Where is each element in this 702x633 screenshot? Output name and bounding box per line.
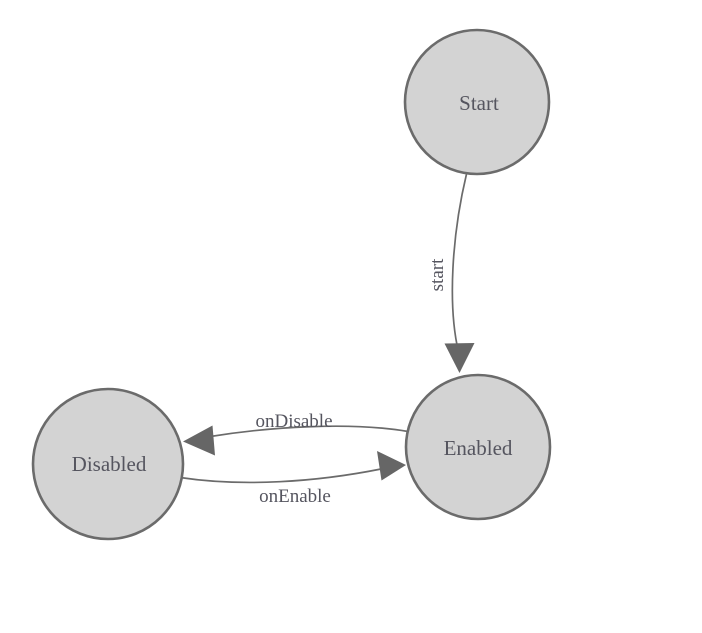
edge-disabled-to-enabled[interactable]: onEnable (179, 451, 406, 507)
edge-enabled-to-disabled[interactable]: onDisable (183, 411, 409, 456)
node-disabled-label: Disabled (72, 452, 147, 476)
arrowhead-down-icon (444, 343, 475, 373)
node-enabled-circle (404, 373, 552, 521)
arrowhead-left-icon (183, 425, 215, 456)
node-start-circle (403, 28, 551, 176)
edge-enabled-to-disabled-path (206, 425, 409, 438)
edge-label-start: start (427, 258, 448, 291)
edge-disabled-to-enabled-path (179, 468, 382, 484)
edge-label-ondisable: onDisable (255, 411, 332, 432)
node-start-label: Start (459, 91, 499, 115)
node-enabled[interactable]: Enabled (404, 373, 552, 521)
node-start[interactable]: Start (403, 28, 551, 176)
edge-label-onenable: onEnable (259, 486, 331, 507)
node-enabled-label: Enabled (444, 436, 513, 460)
node-disabled[interactable]: Disabled (31, 387, 185, 541)
edge-start-to-enabled-path (451, 173, 468, 353)
arrowhead-right-icon (377, 451, 406, 481)
node-disabled-circle (31, 387, 185, 541)
edge-start-to-enabled[interactable]: start (427, 173, 475, 373)
